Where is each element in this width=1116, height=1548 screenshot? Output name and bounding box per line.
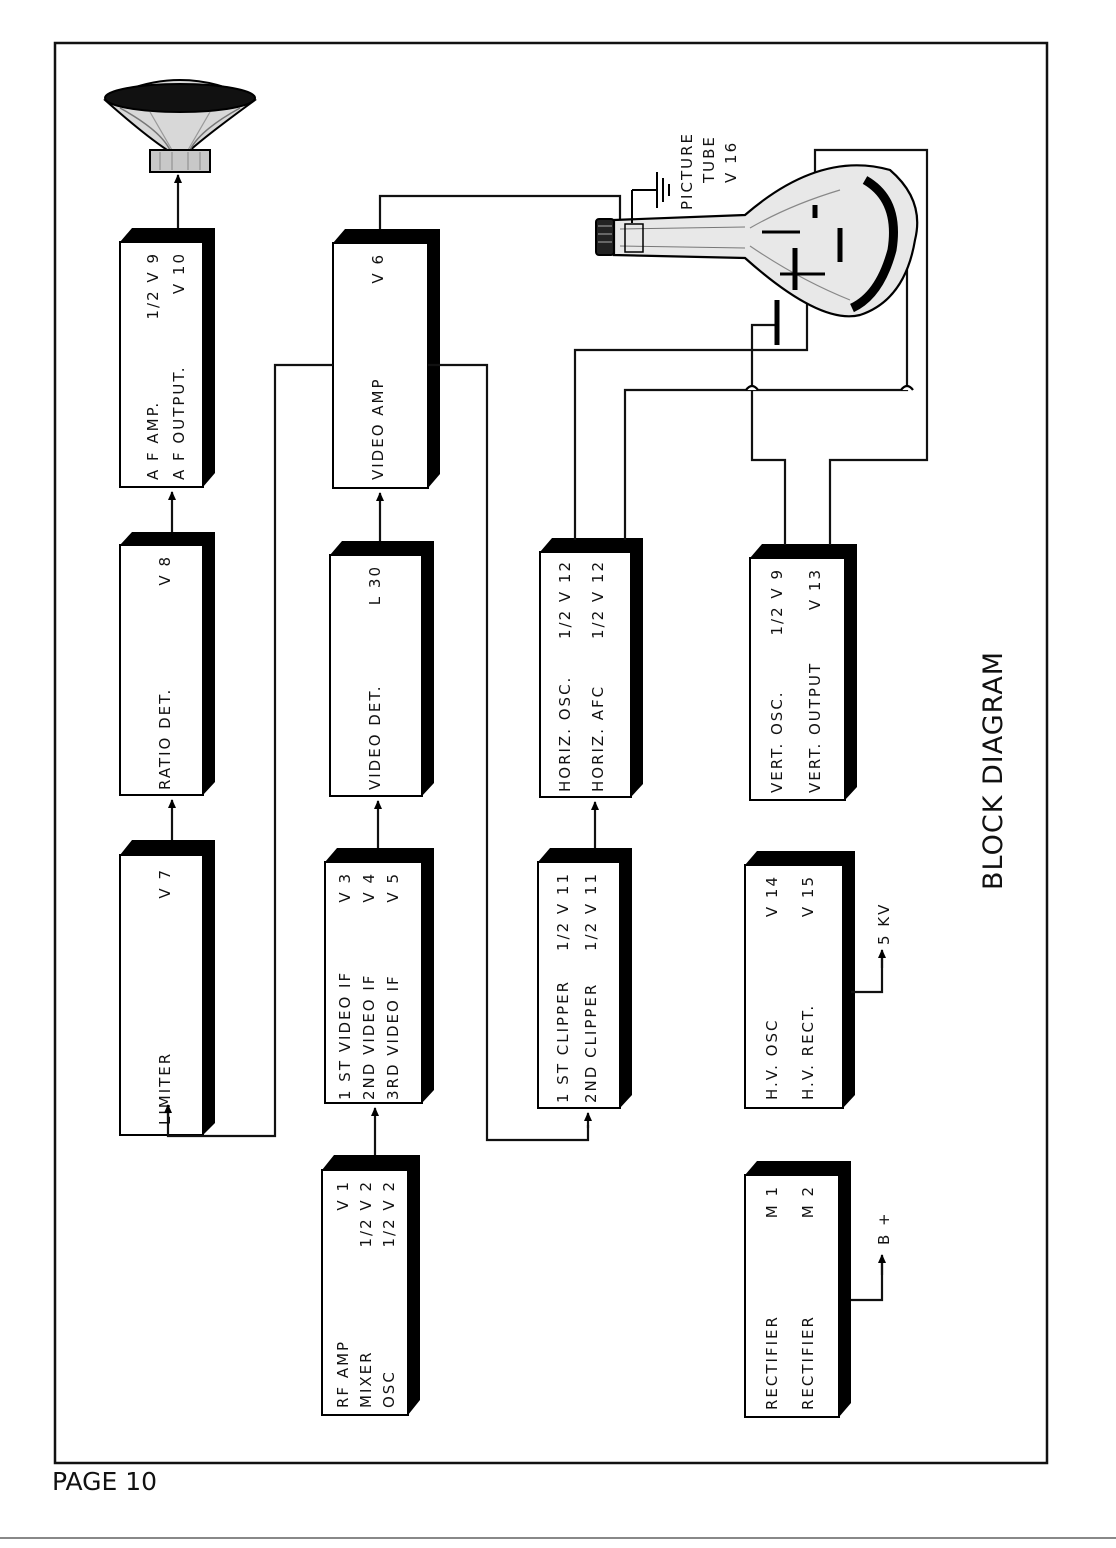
label-rf-amp: RF AMP V 1 MIXER 1/2 V 2 OSC 1/2 V 2 — [334, 1180, 398, 1408]
label-clipper: 1 ST CLIPPER 1/2 V 11 2ND CLIPPER 1/2 V … — [554, 872, 600, 1103]
horiz-afc-name: HORIZ. AFC — [589, 685, 607, 792]
wire-crossing-1 — [745, 384, 759, 391]
horiz-osc-tube: 1/2 V 12 — [556, 560, 574, 639]
wire-horiz-to-deflection-a — [573, 268, 809, 540]
osc-tube: 1/2 V 2 — [380, 1180, 398, 1247]
mixer-name: MIXER — [357, 1350, 375, 1408]
clipper-1-name: 1 ST CLIPPER — [554, 980, 572, 1103]
block-clipper — [537, 848, 632, 1109]
block-vert — [749, 544, 857, 801]
hv-rect-tube: V 15 — [799, 875, 817, 917]
rectifier-2-name: RECTIFIER — [799, 1315, 817, 1410]
ratio-det-tube: V 8 — [156, 555, 174, 586]
limiter-name: LIMITER — [156, 1052, 174, 1125]
block-rf-amp — [321, 1155, 420, 1416]
osc-name: OSC — [380, 1370, 398, 1408]
rf-amp-name: RF AMP — [334, 1340, 352, 1408]
hv-osc-tube: V 14 — [763, 875, 781, 917]
rectifier-2-tube: M 2 — [799, 1185, 817, 1218]
af-amp-tube: 1/2 V 9 — [144, 252, 162, 319]
block-limiter — [119, 840, 215, 1136]
video-if-1-tube: V 3 — [336, 872, 354, 903]
wire-vert-to-deflection-a — [750, 323, 787, 545]
horiz-osc-name: HORIZ. OSC. — [556, 676, 574, 792]
block-video-det — [329, 541, 434, 797]
vert-output-name: VERT. OUTPUT — [806, 662, 824, 793]
label-video-amp: VIDEO AMP V 6 — [369, 253, 387, 480]
video-if-2-name: 2ND VIDEO IF — [360, 974, 378, 1100]
video-amp-name: VIDEO AMP — [369, 377, 387, 480]
clipper-1-tube: 1/2 V 11 — [554, 872, 572, 951]
wire-videoamp-to-tube — [378, 194, 622, 229]
rectifier-1-name: RECTIFIER — [763, 1315, 781, 1410]
vert-output-tube: V 13 — [806, 568, 824, 610]
clipper-2-tube: 1/2 V 11 — [582, 872, 600, 951]
block-horiz — [539, 538, 643, 798]
wire-videoamp-to-limiter — [166, 363, 333, 1138]
block-hv — [744, 851, 855, 1109]
video-det-tube: L 30 — [366, 565, 384, 605]
label-ratio-det: RATIO DET. V 8 — [156, 555, 174, 790]
mixer-tube: 1/2 V 2 — [357, 1180, 375, 1247]
ratio-det-name: RATIO DET. — [156, 688, 174, 790]
video-if-3-tube: V 5 — [384, 872, 402, 903]
vert-osc-name: VERT. OSC. — [768, 690, 786, 793]
video-if-3-name: 3RD VIDEO IF — [384, 974, 402, 1100]
block-af-amp — [119, 228, 215, 488]
video-if-1-name: 1 ST VIDEO IF — [336, 971, 354, 1100]
block-video-if — [324, 848, 434, 1104]
af-output-name: A F OUTPUT. — [170, 365, 188, 480]
picture-tube-label-1: PICTURE — [678, 132, 696, 210]
vert-osc-tube: 1/2 V 9 — [768, 568, 786, 635]
wire-vert-to-deflection-b — [813, 148, 929, 545]
rf-amp-tube: V 1 — [334, 1180, 352, 1211]
label-vert: VERT. OSC. 1/2 V 9 VERT. OUTPUT V 13 — [768, 568, 824, 793]
clipper-2-name: 2ND CLIPPER — [582, 983, 600, 1103]
af-amp-name: A F AMP. — [144, 401, 162, 480]
wire-videoamp-to-clipper — [428, 363, 590, 1142]
block-video-amp — [332, 229, 440, 489]
page-label: PAGE 10 — [52, 1467, 157, 1496]
horiz-afc-tube: 1/2 V 12 — [589, 560, 607, 639]
picture-tube-label-3: V 16 — [722, 141, 740, 183]
video-det-name: VIDEO DET. — [366, 685, 384, 790]
label-video-det: VIDEO DET. L 30 — [366, 565, 384, 790]
hv-rect-name: H.V. RECT. — [799, 1004, 817, 1100]
wire-crossing-2 — [900, 384, 914, 391]
picture-tube-icon — [595, 164, 919, 345]
rectifier-1-tube: M 1 — [763, 1185, 781, 1218]
diagram-frame — [53, 41, 1049, 1465]
picture-tube-label-2: TUBE — [700, 135, 718, 184]
wire-5kv — [851, 958, 884, 994]
wire-bplus — [851, 1262, 884, 1302]
label-rectifier: RECTIFIER M 1 RECTIFIER M 2 — [763, 1185, 817, 1410]
label-af-amp: A F AMP. 1/2 V 9 A F OUTPUT. V 10 — [144, 252, 188, 480]
block-ratio-det — [119, 532, 215, 796]
label-hv: H.V. OSC V 14 H.V. RECT. V 15 — [763, 875, 817, 1100]
label-horiz: HORIZ. OSC. 1/2 V 12 HORIZ. AFC 1/2 V 12 — [556, 560, 607, 792]
af-output-tube: V 10 — [170, 252, 188, 294]
video-if-2-tube: V 4 — [360, 872, 378, 903]
hv-osc-name: H.V. OSC — [763, 1019, 781, 1100]
label-video-if: 1 ST VIDEO IF V 3 2ND VIDEO IF V 4 3RD V… — [336, 872, 402, 1100]
speaker-icon — [103, 79, 257, 173]
bplus-label: B + — [875, 1211, 893, 1245]
diagram-title: BLOCK DIAGRAM — [978, 651, 1009, 890]
block-rectifier — [744, 1161, 851, 1418]
5kv-label: 5 KV — [875, 903, 893, 945]
limiter-tube: V 7 — [156, 868, 174, 899]
video-amp-tube: V 6 — [369, 253, 387, 284]
